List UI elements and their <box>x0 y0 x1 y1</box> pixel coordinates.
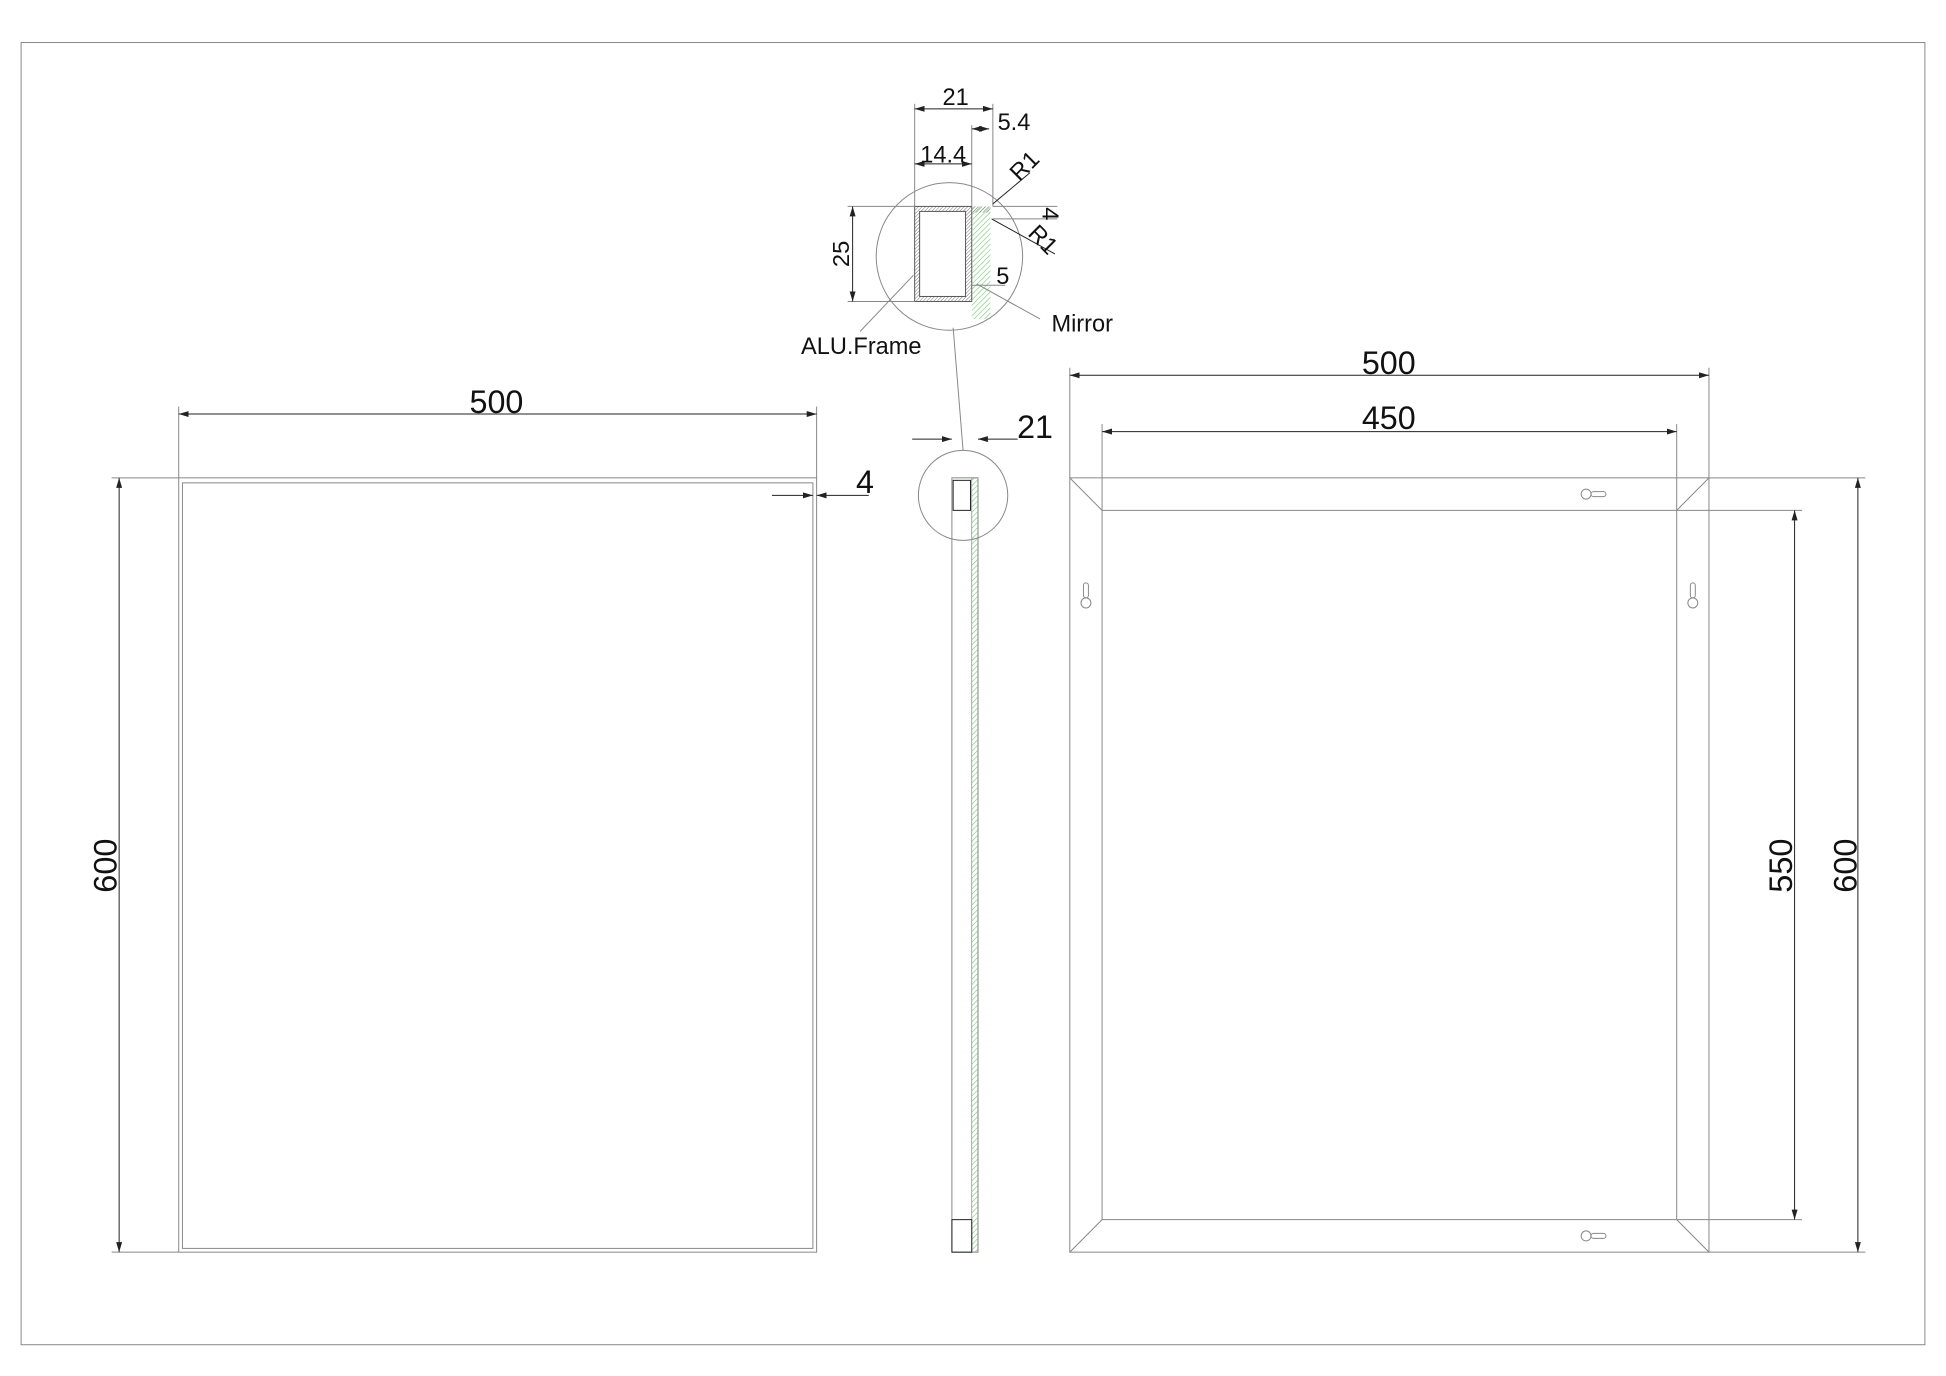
detail-marker-circle <box>917 449 1009 541</box>
keyhole-icon <box>1687 582 1699 609</box>
sheet-border <box>20 42 1926 1346</box>
keyhole-icon <box>1580 488 1607 500</box>
svg-text:R1: R1 <box>1023 220 1063 260</box>
mirror-callout: Mirror <box>1051 311 1113 337</box>
keyhole-icon <box>1580 1230 1607 1242</box>
back-view: 500 450 550 600 <box>1069 345 1866 1253</box>
front-frame-outer <box>178 477 818 1253</box>
side-depth-label: 21 <box>1017 409 1053 445</box>
back-inner-height-label: 550 <box>1763 839 1799 893</box>
alu-frame-callout: ALU.Frame <box>801 334 921 360</box>
back-inner-width-label: 450 <box>1362 400 1416 436</box>
svg-text:14.4: 14.4 <box>920 143 966 169</box>
svg-text:25: 25 <box>829 241 855 267</box>
frame-width-label: 4 <box>856 464 874 500</box>
mirror-profile <box>971 206 991 319</box>
svg-text:5.4: 5.4 <box>998 110 1031 136</box>
svg-text:R1: R1 <box>1005 146 1045 186</box>
front-width-label: 500 <box>470 384 524 420</box>
mirror-strip <box>971 477 979 1253</box>
back-outer-height-label: 600 <box>1828 839 1864 893</box>
front-frame-inner <box>181 482 814 1249</box>
keyhole-icon <box>1080 582 1092 609</box>
side-view: 21 <box>912 327 1053 1253</box>
back-outer-width-label: 500 <box>1362 345 1416 381</box>
front-view: 500 600 4 <box>88 384 874 1253</box>
section-detail: 21 5.4 14.4 25 R1 R1 4 5 ALU.Frame Mirro… <box>801 85 1113 360</box>
svg-text:5: 5 <box>996 264 1009 290</box>
svg-text:4: 4 <box>1037 207 1063 220</box>
svg-text:21: 21 <box>943 85 969 111</box>
front-height-label: 600 <box>88 839 124 893</box>
